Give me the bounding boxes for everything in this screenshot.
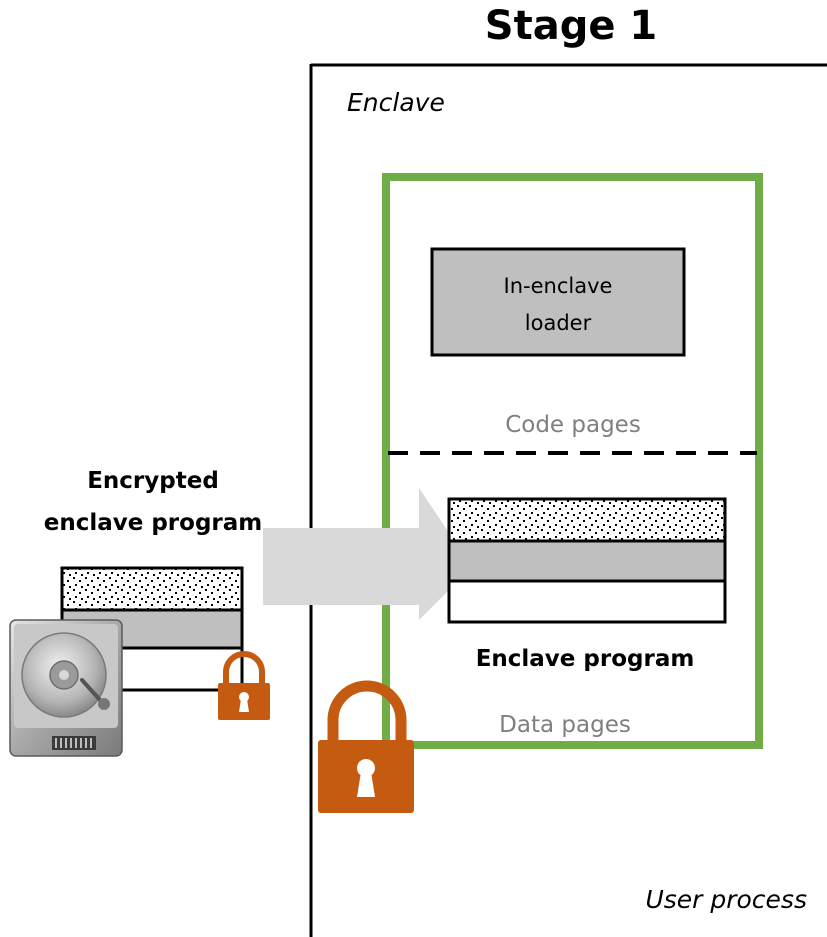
code-pages-label: Code pages <box>505 412 641 438</box>
loader-label-line2: loader <box>525 311 592 335</box>
data-pages-label: Data pages <box>499 712 631 738</box>
lock-icon <box>218 651 270 720</box>
disk-drive-icon <box>9 619 123 757</box>
loader-label-line1: In-enclave <box>504 274 613 298</box>
enclave-memory-box <box>382 173 763 749</box>
encrypted-program-block <box>60 566 244 692</box>
encrypted-label-line1: Encrypted <box>87 468 219 494</box>
encrypted-label-line2: enclave program <box>44 510 263 536</box>
in-enclave-loader-box <box>430 247 686 357</box>
user-process-frame <box>309 63 827 937</box>
transfer-arrow <box>263 488 472 620</box>
lock-icon <box>318 680 414 813</box>
enclave-program-block <box>447 497 727 624</box>
user-process-label: User process <box>645 885 807 914</box>
enclave-label: Enclave <box>347 88 445 117</box>
stage-title: Stage 1 <box>485 3 657 49</box>
enclave-program-label: Enclave program <box>476 646 695 672</box>
